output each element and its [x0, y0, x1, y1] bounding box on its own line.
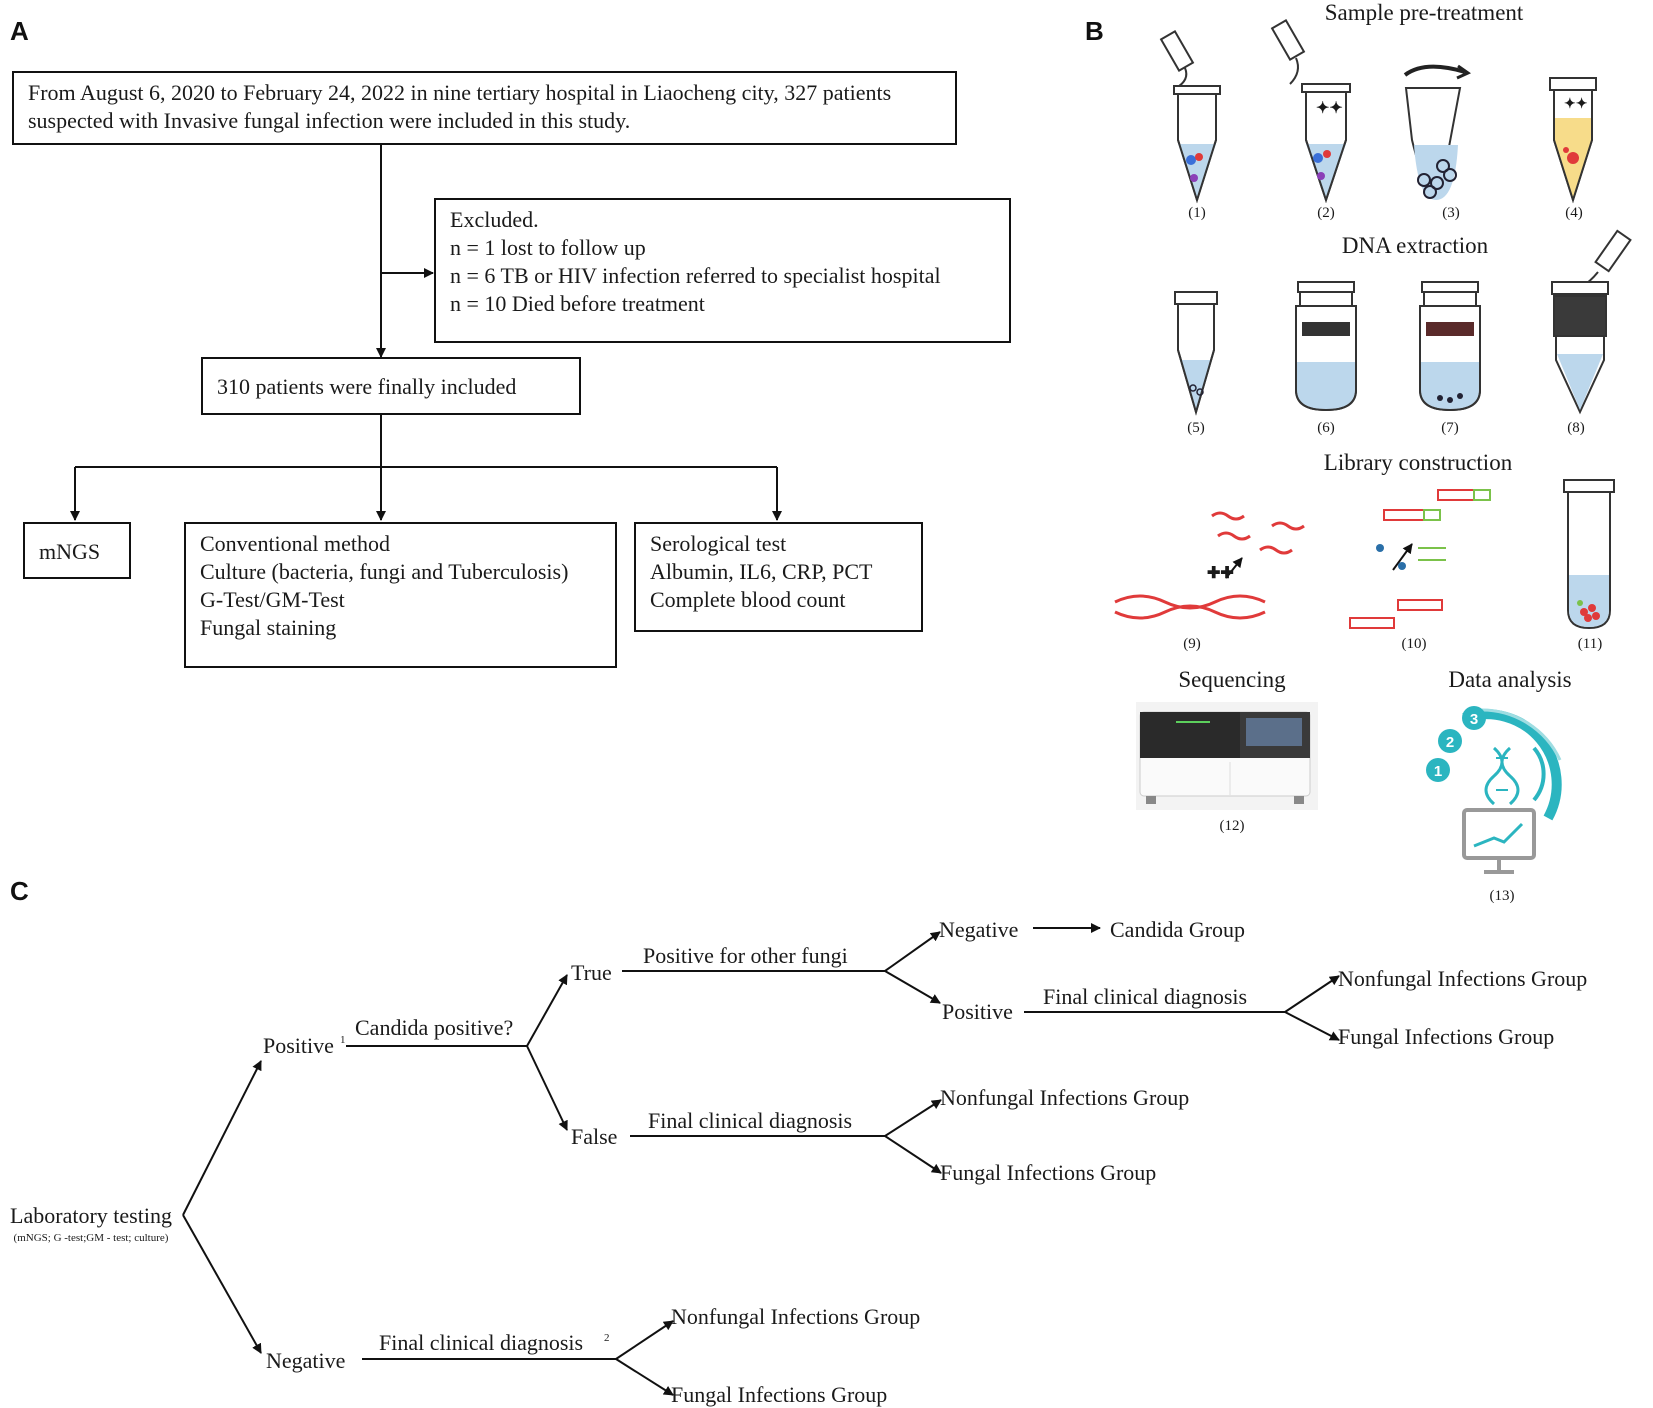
- conventional-line-4: Fungal staining: [200, 615, 337, 640]
- sequencer-icon: [1136, 702, 1318, 810]
- badge-2: 2: [1446, 734, 1454, 751]
- edge-to-positive2: [884, 970, 941, 1004]
- step-label-12: (12): [1220, 818, 1245, 834]
- step-label-5: (5): [1187, 420, 1205, 436]
- mngs-text: mNGS: [39, 539, 101, 564]
- data-analysis-icon: 1 2 3: [1426, 706, 1562, 874]
- step-label-11: (11): [1578, 636, 1602, 652]
- edge-to-fungal-3: [615, 1358, 674, 1396]
- node-fungal-3: Fungal Infections Group: [671, 1382, 887, 1407]
- step-label-13: (13): [1490, 888, 1515, 904]
- step-label-7: (7): [1441, 420, 1459, 436]
- conventional-line-2: Culture (bacteria, fungi and Tuberculosi…: [200, 559, 569, 584]
- step-label-8: (8): [1567, 420, 1585, 436]
- panel-label-b: B: [1085, 16, 1104, 46]
- workflow-illustration: Sample pre-treatment DNA extraction Libr…: [1114, 0, 1632, 904]
- edge-to-negative2: [884, 931, 941, 972]
- section-title-sequencing: Sequencing: [1178, 667, 1286, 692]
- label-final-dx-3: Final clinical diagnosis: [379, 1330, 583, 1355]
- excluded-line-2: n = 6 TB or HIV infection referred to sp…: [450, 263, 941, 288]
- edge-to-nonfungal-3: [615, 1320, 674, 1360]
- excluded-line-1: n = 1 lost to follow up: [450, 235, 646, 260]
- label-other-fungi: Positive for other fungi: [643, 943, 848, 968]
- included-text: 310 patients were finally included: [217, 374, 517, 399]
- step-label-3: (3): [1442, 205, 1460, 221]
- edge-to-nonfungal-1: [1284, 975, 1340, 1013]
- label-final-dx-1: Final clinical diagnosis: [1043, 984, 1247, 1009]
- section-title-pretreatment: Sample pre-treatment: [1325, 0, 1524, 25]
- intro-line-1: From August 6, 2020 to February 24, 2022…: [28, 80, 892, 105]
- tube-icon-3: [1403, 64, 1472, 200]
- tube-icon-5: [1174, 291, 1218, 416]
- intro-line-2: suspected with Invasive fungal infection…: [28, 108, 631, 133]
- excluded-title: Excluded.: [450, 207, 539, 232]
- conventional-line-1: Conventional method: [200, 531, 391, 556]
- node-fungal-2: Fungal Infections Group: [940, 1160, 1156, 1185]
- section-title-library: Library construction: [1324, 450, 1513, 475]
- tube-icon-2: ✦✦: [1270, 19, 1351, 204]
- node-true: True: [571, 960, 612, 985]
- node-fungal-1: Fungal Infections Group: [1338, 1024, 1554, 1049]
- serological-line-2: Albumin, IL6, CRP, PCT: [650, 559, 873, 584]
- section-title-dna-extraction: DNA extraction: [1342, 233, 1489, 258]
- label-final-dx-3-footnote: 2: [604, 1332, 610, 1344]
- edge-root-negative: [182, 1214, 262, 1354]
- step-label-4: (4): [1565, 205, 1583, 221]
- svg-text:✚✚: ✚✚: [1207, 565, 1234, 582]
- edge-to-nonfungal-2: [884, 1099, 942, 1137]
- node-negative: Negative: [266, 1348, 345, 1373]
- serological-box: Serological test Albumin, IL6, CRP, PCT …: [634, 522, 923, 632]
- adapter-ligation-icon: [1349, 489, 1491, 629]
- tube-icon-6: [1295, 281, 1357, 412]
- node-false: False: [571, 1124, 617, 1149]
- step-label-2: (2): [1317, 205, 1335, 221]
- edge-to-false: [526, 1045, 568, 1131]
- node-candida-group: Candida Group: [1110, 917, 1245, 942]
- tube-icon-4: ✦✦: [1549, 77, 1597, 204]
- conventional-line-3: G-Test/GM-Test: [200, 587, 345, 612]
- tube-icon-11: [1563, 479, 1615, 630]
- tube-icon-7: [1419, 281, 1481, 412]
- edge-to-true: [526, 974, 568, 1047]
- step-label-6: (6): [1317, 420, 1335, 436]
- edge-root-positive: [182, 1060, 262, 1216]
- step-label-1: (1): [1188, 205, 1206, 221]
- panel-label-a: A: [10, 16, 29, 46]
- badge-1: 1: [1434, 763, 1442, 780]
- excluded-box: Excluded. n = 1 lost to follow up n = 6 …: [434, 198, 1011, 343]
- label-candida-question: Candida positive?: [355, 1015, 513, 1040]
- panel-label-c: C: [10, 876, 29, 906]
- node-root-subtitle: (mNGS; G -test;GM - test; culture): [14, 1232, 169, 1244]
- step-label-10: (10): [1402, 636, 1427, 652]
- tube-icon-8: [1551, 229, 1632, 415]
- node-nonfungal-3: Nonfungal Infections Group: [671, 1304, 920, 1329]
- excluded-line-3: n = 10 Died before treatment: [450, 291, 705, 316]
- edge-to-fungal-2: [884, 1135, 942, 1174]
- label-final-dx-2: Final clinical diagnosis: [648, 1108, 852, 1133]
- node-positive: Positive: [263, 1033, 334, 1058]
- decision-tree: Laboratory testing (mNGS; G -test;GM - t…: [10, 917, 1587, 1407]
- node-positive-2: Positive: [942, 999, 1013, 1024]
- node-positive-footnote: 1: [340, 1034, 346, 1046]
- node-nonfungal-2: Nonfungal Infections Group: [940, 1085, 1189, 1110]
- node-nonfungal-1: Nonfungal Infections Group: [1338, 966, 1587, 991]
- tube-icon-1: [1159, 30, 1221, 204]
- node-negative-2: Negative: [939, 917, 1018, 942]
- svg-text:✦✦: ✦✦: [1316, 100, 1343, 117]
- step-label-9: (9): [1183, 636, 1201, 652]
- dna-fragments-icon: ✚✚: [1114, 511, 1305, 620]
- mngs-box: mNGS: [23, 522, 131, 579]
- included-box: 310 patients were finally included: [201, 357, 581, 415]
- node-root: Laboratory testing: [10, 1203, 172, 1228]
- conventional-box: Conventional method Culture (bacteria, f…: [184, 522, 617, 668]
- serological-line-3: Complete blood count: [650, 587, 846, 612]
- section-title-data-analysis: Data analysis: [1448, 667, 1571, 692]
- serological-line-1: Serological test: [650, 531, 787, 556]
- badge-3: 3: [1470, 711, 1478, 728]
- svg-text:✦✦: ✦✦: [1564, 97, 1588, 112]
- intro-box: From August 6, 2020 to February 24, 2022…: [12, 71, 957, 145]
- edge-to-fungal-1: [1284, 1011, 1340, 1041]
